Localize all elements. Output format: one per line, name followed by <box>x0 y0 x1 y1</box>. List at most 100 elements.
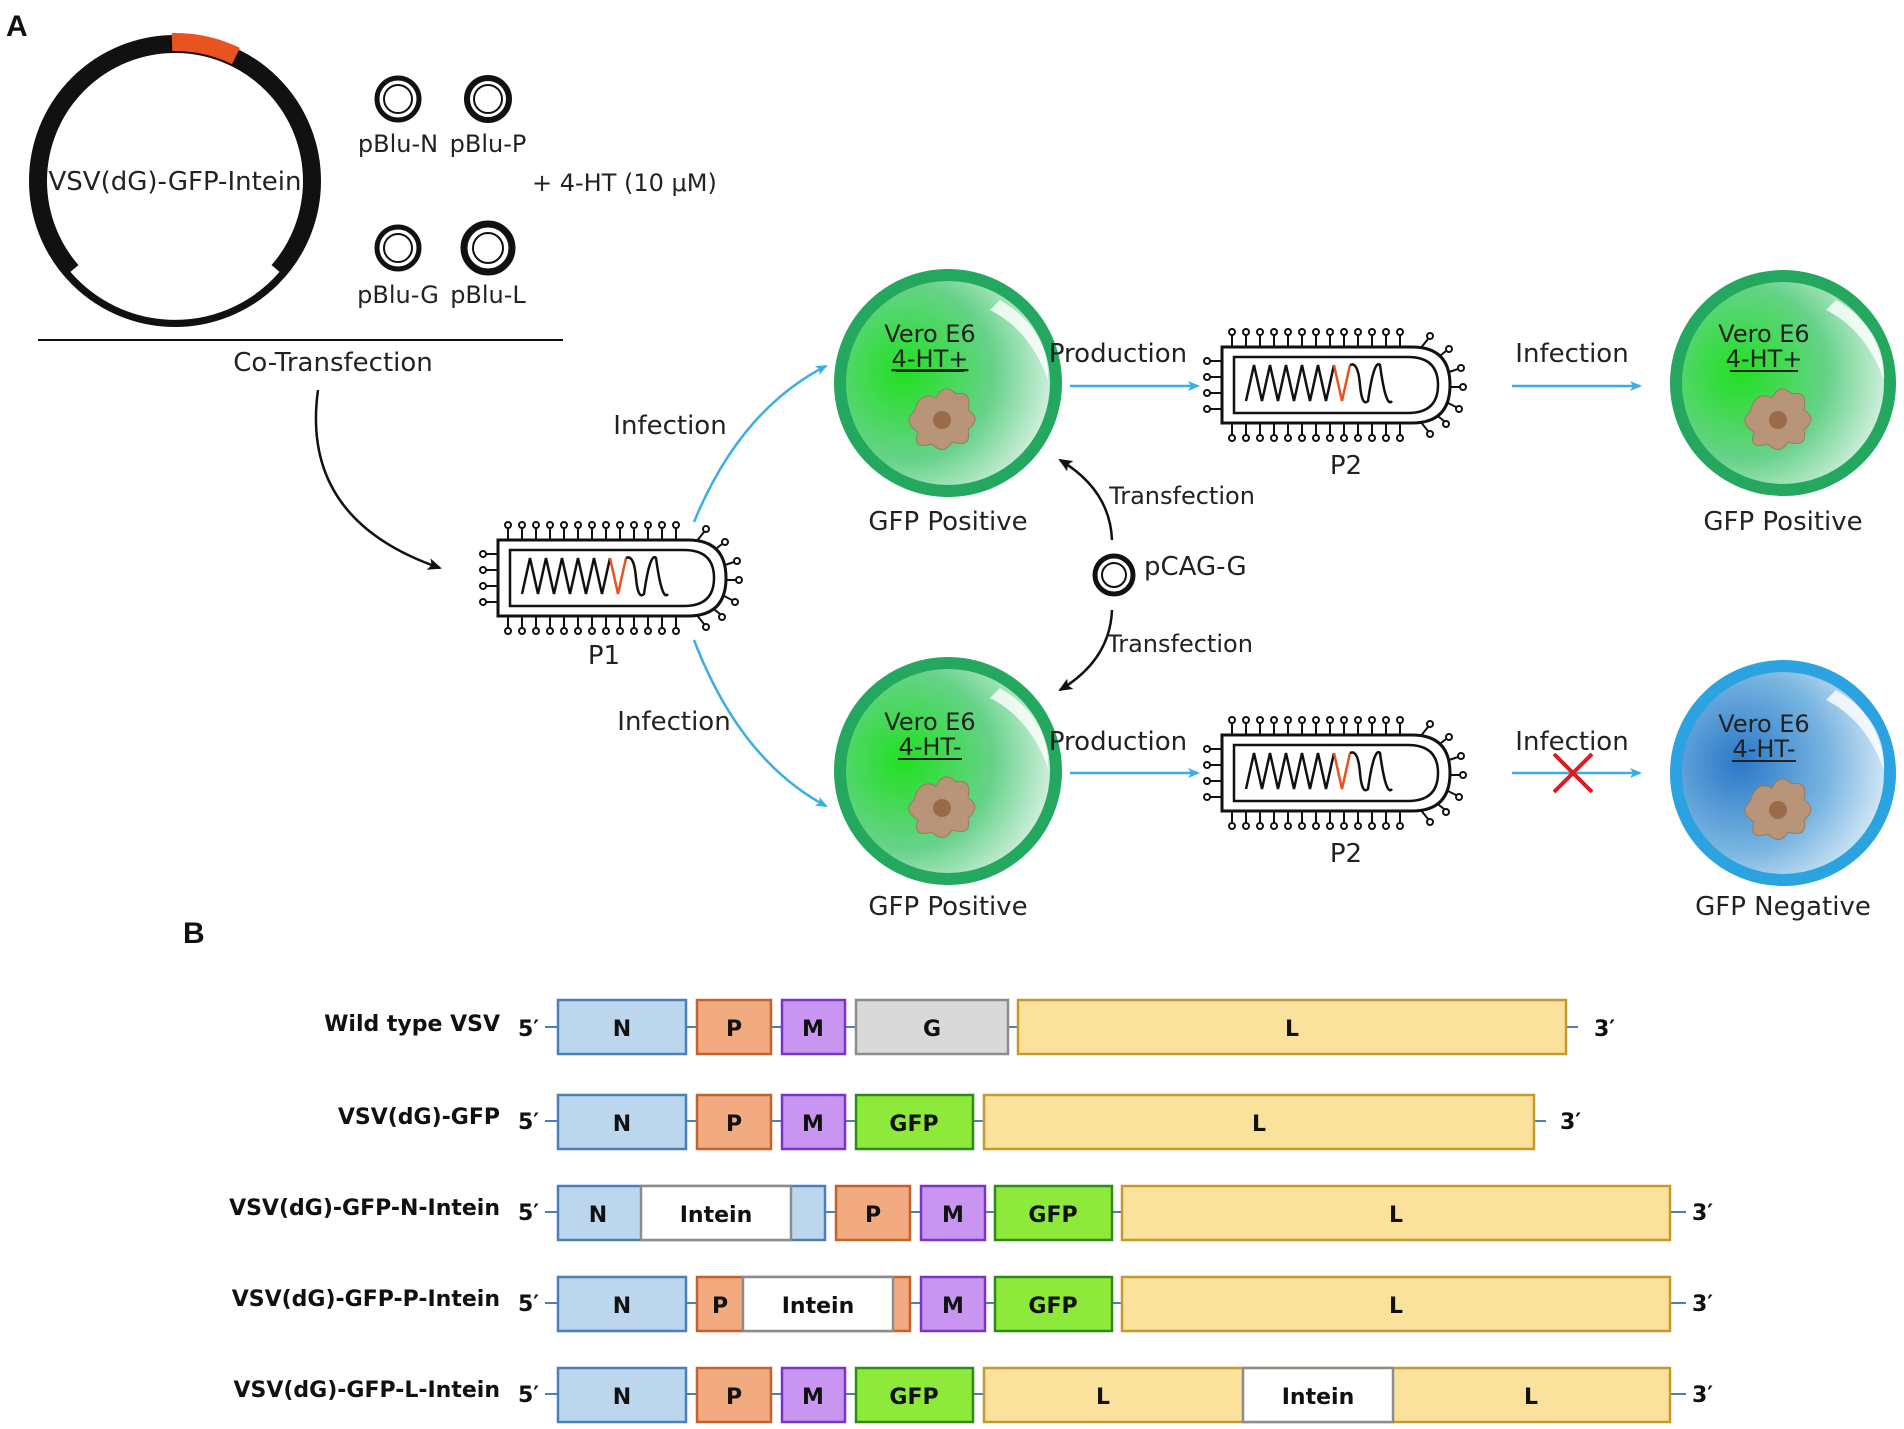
p2-label-bottom: P2 <box>1330 839 1362 869</box>
production-label-top: Production <box>1049 339 1187 369</box>
gene-label: M <box>942 1203 964 1228</box>
gene-label: L <box>1389 1294 1403 1319</box>
gene-label: N <box>613 1112 631 1137</box>
virion-p2-top <box>1204 329 1466 441</box>
gene-box <box>556 1275 688 1333</box>
transfection-arrow-top <box>1058 458 1114 541</box>
production-label-bottom: Production <box>1049 727 1187 757</box>
gene-label: P <box>726 1112 742 1137</box>
construct-name: VSV(dG)-GFP <box>338 1105 500 1130</box>
construct-row-1: Wild type VSV 5′ N P M G L 3′ <box>324 998 1615 1056</box>
construct-name: Wild type VSV <box>324 1012 500 1037</box>
transfection-arrow-bottom <box>1058 609 1114 692</box>
gene-box <box>854 1093 975 1151</box>
cell-top-line2: 4-HT+ <box>892 345 969 373</box>
five-prime: 5′ <box>518 1201 539 1226</box>
gene-label: M <box>802 1385 824 1410</box>
cell-top-line1: Vero E6 <box>884 320 975 348</box>
infection-arrow-top <box>692 364 828 523</box>
gene-box <box>780 1366 847 1424</box>
construct-row-4: VSV(dG)-GFP-P-Intein 5′ N P Intein M GFP… <box>232 1275 1713 1333</box>
gene-box <box>780 1093 847 1151</box>
three-prime: 3′ <box>1594 1017 1615 1042</box>
transfection-label-top: Transfection <box>1108 482 1255 510</box>
cell-bottom: Vero E6 4-HT- <box>834 657 1062 885</box>
panel-a-label: A <box>6 10 28 43</box>
cell-top-caption: GFP Positive <box>868 507 1027 537</box>
gene-box <box>556 1093 688 1151</box>
gene-label: L <box>1252 1112 1266 1137</box>
cotransfection-arrow <box>314 389 442 570</box>
infection-label-top: Infection <box>613 411 726 441</box>
construct-name: VSV(dG)-GFP-L-Intein <box>233 1378 500 1403</box>
gene-label: Intein <box>680 1203 753 1228</box>
cell-right-bottom-line2: 4-HT- <box>1732 735 1795 763</box>
gene-label: GFP <box>1028 1203 1077 1228</box>
virion-p2-bottom <box>1204 717 1466 829</box>
gene-label: GFP <box>1028 1294 1077 1319</box>
gene-box <box>834 1184 912 1242</box>
five-prime: 5′ <box>518 1292 539 1317</box>
gene-label: L <box>1096 1385 1110 1410</box>
gene-box <box>556 1366 688 1424</box>
gene-label: P <box>712 1294 728 1319</box>
gene-label: GFP <box>889 1385 938 1410</box>
gene-label: Intein <box>782 1294 855 1319</box>
treatment-label: + 4-HT (10 μM) <box>532 169 717 197</box>
panel-b-label: B <box>183 917 205 950</box>
gene-label: N <box>613 1017 631 1042</box>
intein-box <box>639 1184 793 1242</box>
three-prime: 3′ <box>1692 1292 1713 1317</box>
construct-row-5: VSV(dG)-GFP-L-Intein 5′ N P M GFP L Inte… <box>233 1366 1713 1424</box>
gene-label: L <box>1389 1203 1403 1228</box>
infection-label-bottom: Infection <box>617 707 730 737</box>
gene-label: L <box>1285 1017 1299 1042</box>
cell-right-bottom-line1: Vero E6 <box>1718 710 1809 738</box>
cell-right-bottom-caption: GFP Negative <box>1695 892 1871 922</box>
gene-box <box>1016 998 1568 1056</box>
gene-box <box>854 998 1010 1056</box>
five-prime: 5′ <box>518 1017 539 1042</box>
gene-label: P <box>726 1017 742 1042</box>
gene-label: P <box>726 1385 742 1410</box>
gene-box <box>780 998 847 1056</box>
intein-box <box>741 1275 895 1333</box>
gene-label: N <box>613 1294 631 1319</box>
gene-label: N <box>613 1385 631 1410</box>
gene-label: G <box>923 1017 941 1042</box>
cell-right-top: Vero E6 4-HT+ <box>1670 270 1896 496</box>
gene-label: N <box>589 1203 607 1228</box>
gene-label: Intein <box>1282 1385 1355 1410</box>
cotransfection-label: Co-Transfection <box>233 348 433 378</box>
construct-name: VSV(dG)-GFP-P-Intein <box>232 1287 500 1312</box>
gene-box <box>993 1184 1114 1242</box>
construct-row-2: VSV(dG)-GFP 5′ N P M GFP L 3′ <box>338 1093 1581 1151</box>
gene-label: P <box>865 1203 881 1228</box>
gene-label: M <box>802 1017 824 1042</box>
three-prime: 3′ <box>1692 1383 1713 1408</box>
pcag-label: pCAG-G <box>1144 552 1247 582</box>
three-prime: 3′ <box>1560 1110 1581 1135</box>
helper-label-p: pBlu-P <box>450 130 527 158</box>
five-prime: 5′ <box>518 1383 539 1408</box>
gene-label: L <box>1524 1385 1538 1410</box>
cell-bottom-caption: GFP Positive <box>868 892 1027 922</box>
cell-right-bottom: Vero E6 4-HT- <box>1670 660 1896 886</box>
p2-label-top: P2 <box>1330 451 1362 481</box>
infection-label-right-bottom: Infection <box>1515 727 1628 757</box>
helper-label-g: pBlu-G <box>357 281 439 309</box>
cell-right-top-line1: Vero E6 <box>1718 320 1809 348</box>
gene-box <box>695 1366 773 1424</box>
p1-label: P1 <box>588 641 620 671</box>
cell-bottom-line2: 4-HT- <box>898 733 961 761</box>
infection-label-right-top: Infection <box>1515 339 1628 369</box>
cell-bottom-line1: Vero E6 <box>884 708 975 736</box>
gene-box <box>919 1275 987 1333</box>
gene-box <box>854 1366 975 1424</box>
gene-label: M <box>942 1294 964 1319</box>
gene-label: M <box>802 1112 824 1137</box>
gene-box <box>695 1093 773 1151</box>
gene-box <box>1120 1275 1672 1333</box>
cell-right-top-line2: 4-HT+ <box>1726 345 1803 373</box>
cell-right-top-caption: GFP Positive <box>1703 507 1862 537</box>
